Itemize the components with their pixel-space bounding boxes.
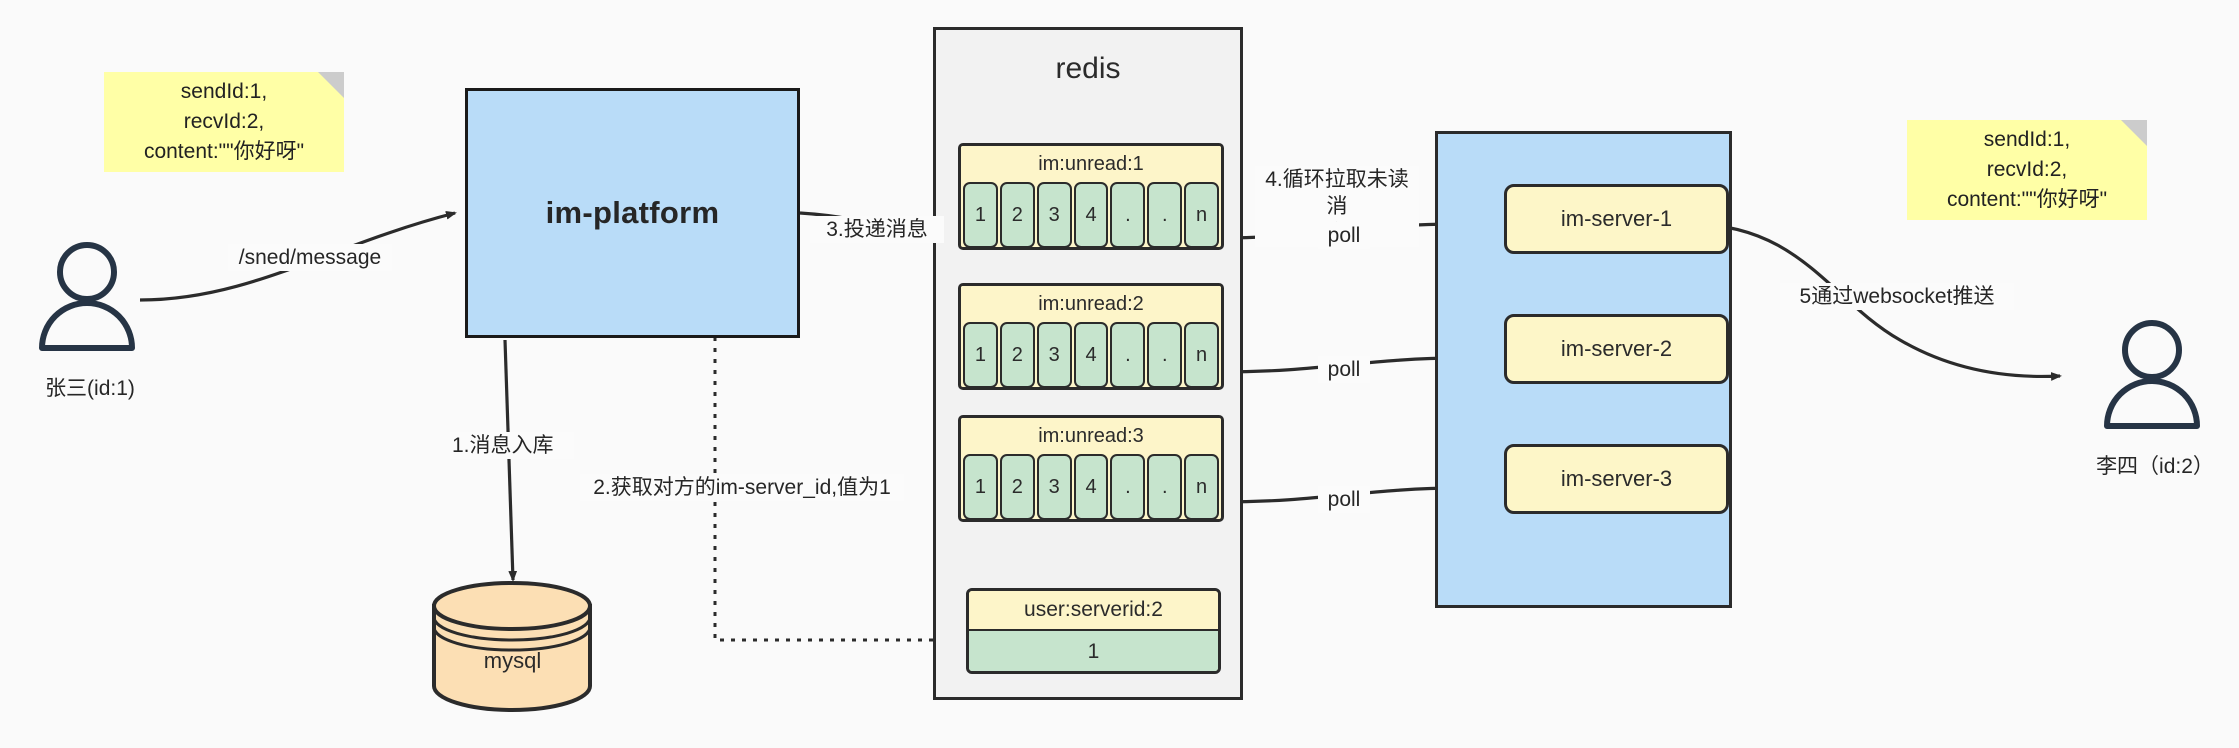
queue-cell[interactable]: . [1147, 322, 1183, 387]
edge-label-poll-1: poll [1318, 222, 1370, 249]
queue-cell[interactable]: . [1110, 322, 1146, 387]
im-server-2-card[interactable]: im-server-2 [1504, 314, 1729, 384]
note-fold-icon [2121, 120, 2147, 146]
note-fold-icon [318, 72, 344, 98]
queue-cell[interactable]: 1 [963, 182, 998, 247]
queue-cell[interactable]: 1 [963, 454, 998, 519]
queue-im-unread-1[interactable]: im:unread:1 1 2 3 4 . . n [958, 143, 1224, 250]
mysql-label: mysql [483, 648, 542, 673]
queue-key-label: im:unread:3 [961, 418, 1221, 454]
note-right: sendId:1, recvId:2, content:""你好呀" [1907, 120, 2147, 220]
queue-cell[interactable]: n [1184, 322, 1220, 387]
im-server-2-label: im-server-2 [1560, 336, 1673, 361]
queue-key-label: im:unread:2 [961, 286, 1221, 322]
im-server-1-label: im-server-1 [1560, 206, 1673, 231]
im-server-1-card[interactable]: im-server-1 [1504, 184, 1729, 254]
queue-cell[interactable]: 4 [1073, 454, 1109, 519]
edge-label-step4: 4.循环拉取未读消 息 [1255, 166, 1419, 247]
actor-receiver [2090, 318, 2215, 453]
note-right-text: sendId:1, recvId:2, content:""你好呀" [1946, 128, 2108, 211]
queue-im-unread-3[interactable]: im:unread:3 1 2 3 4 . . n [958, 415, 1224, 522]
kv-key-label: user:serverid:2 [969, 591, 1218, 631]
redis-container: redis im:unread:1 1 2 3 4 . . n im:unrea… [933, 27, 1243, 700]
user-icon [39, 242, 135, 351]
user-icon [2104, 320, 2200, 429]
queue-cells: 1 2 3 4 . . n [961, 322, 1221, 387]
queue-cell[interactable]: 3 [1036, 182, 1072, 247]
mysql-database[interactable]: mysql [430, 580, 595, 712]
queue-cell[interactable]: 4 [1073, 322, 1109, 387]
queue-cell[interactable]: 4 [1073, 182, 1109, 247]
im-server-cluster: im-server-1 im-server-2 im-server-3 [1435, 131, 1732, 608]
actor-sender-label: 张三(id:1) [45, 377, 135, 400]
edge-step2-serverid [710, 321, 955, 642]
queue-im-unread-2[interactable]: im:unread:2 1 2 3 4 . . n [958, 283, 1224, 390]
queue-cell[interactable]: 1 [963, 322, 998, 387]
database-cylinder-icon [432, 581, 592, 712]
edge-label-poll-3: poll [1318, 486, 1370, 513]
queue-cell[interactable]: 3 [1036, 454, 1072, 519]
im-server-3-card[interactable]: im-server-3 [1504, 444, 1729, 514]
queue-cell[interactable]: 2 [999, 454, 1035, 519]
kv-user-serverid[interactable]: user:serverid:2 1 [966, 588, 1221, 674]
queue-cell[interactable]: 2 [999, 182, 1035, 247]
edge-label-step5: 5通过websocket推送 [1780, 283, 2014, 310]
queue-cells: 1 2 3 4 . . n [961, 454, 1221, 519]
queue-cell[interactable]: . [1110, 182, 1146, 247]
im-server-3-label: im-server-3 [1560, 466, 1673, 491]
note-left: sendId:1, recvId:2, content:""你好呀" [104, 72, 344, 172]
queue-cells: 1 2 3 4 . . n [961, 182, 1221, 247]
im-platform-box[interactable]: im-platform [465, 88, 800, 338]
queue-key-label: im:unread:1 [961, 146, 1221, 182]
queue-cell[interactable]: n [1184, 182, 1220, 247]
queue-cell[interactable]: 2 [999, 322, 1035, 387]
edge-label-step2: 2.获取对方的im-server_id,值为1 [580, 474, 904, 501]
edge-label-poll-2: poll [1318, 356, 1370, 383]
im-platform-label: im-platform [545, 195, 720, 230]
queue-cell[interactable]: . [1110, 454, 1146, 519]
note-left-text: sendId:1, recvId:2, content:""你好呀" [143, 80, 305, 163]
edge-step5-websocket [1689, 222, 2062, 381]
edge-label-send-message: /sned/message [228, 244, 392, 271]
queue-cell[interactable]: n [1184, 454, 1220, 519]
edge-label-step1: 1.消息入库 [450, 432, 574, 459]
queue-cell[interactable]: 3 [1036, 322, 1072, 387]
queue-cell[interactable]: . [1147, 182, 1183, 247]
actor-receiver-label: 李四（id:2） [2096, 455, 2214, 478]
redis-title: redis [1055, 52, 1121, 85]
edge-step1-to-mysql [503, 339, 518, 582]
actor-sender [25, 240, 150, 375]
edge-label-step3: 3.投递消息 [810, 216, 944, 243]
kv-value-label: 1 [969, 631, 1218, 671]
queue-cell[interactable]: . [1147, 454, 1183, 519]
